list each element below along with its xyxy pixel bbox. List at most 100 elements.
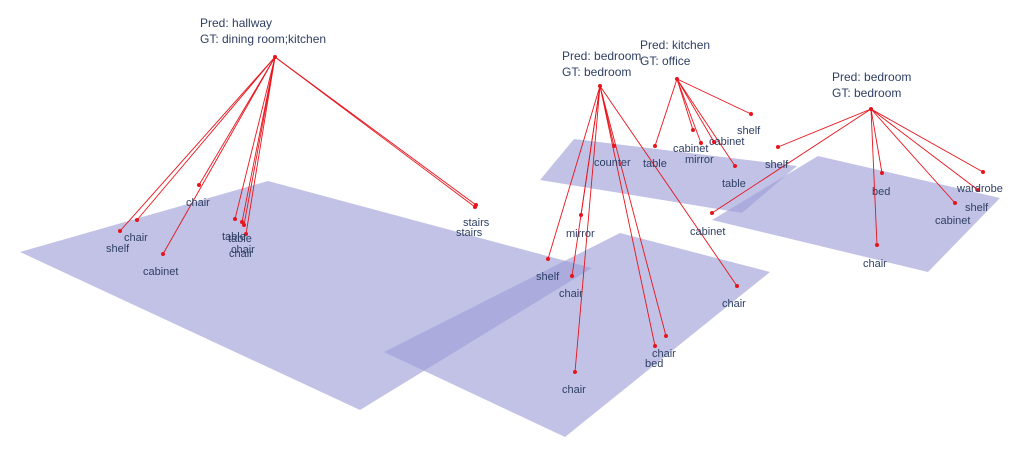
edge-r1-o5 <box>234 56 276 220</box>
floor-plane-center-lower <box>384 233 770 437</box>
room-node-r4 <box>869 107 873 111</box>
object-label-o5: table <box>222 231 246 243</box>
edge-r2-o16 <box>599 85 667 337</box>
object-node-o13 <box>546 257 550 261</box>
object-label-o28: chair <box>863 258 887 270</box>
object-node-o3 <box>161 252 165 256</box>
object-label-o3: cabinet <box>143 266 178 278</box>
object-label-o2: shelf <box>106 243 130 255</box>
object-node-o7 <box>242 223 246 227</box>
object-label-o11: counter <box>594 157 631 169</box>
object-node-o19 <box>653 144 657 148</box>
room-gt-text: GT: bedroom <box>562 65 631 79</box>
object-node-o27 <box>880 171 884 175</box>
object-label-o24: table <box>722 178 746 190</box>
floor-plane-center-upper <box>540 139 797 213</box>
object-node-o4 <box>197 183 201 187</box>
edge-r4-o26 <box>711 108 872 214</box>
floor-plane-right <box>712 156 1000 272</box>
object-node-o11 <box>612 144 616 148</box>
room-gt-text: GT: bedroom <box>832 86 901 100</box>
floor-planes <box>20 139 1000 437</box>
object-label-o22: cabinet <box>709 136 744 148</box>
object-label-o31: cabinet <box>935 215 970 227</box>
object-node-o29 <box>981 170 985 174</box>
object-node-o18 <box>573 370 577 374</box>
object-label-o17: bed <box>645 358 663 370</box>
edge-r4-o30 <box>870 108 979 191</box>
edge-r2-o15 <box>599 85 738 287</box>
object-label-o29: wardrobe <box>956 183 1003 195</box>
edge-r3-o23 <box>676 78 752 115</box>
object-label-o26: cabinet <box>690 226 725 238</box>
edge-r2-o14 <box>571 85 601 277</box>
object-node-o28 <box>875 243 879 247</box>
object-label-o7: chair <box>231 244 255 256</box>
edge-r3-o24 <box>676 78 736 167</box>
edge-r1-o7 <box>243 56 276 226</box>
edge-r2-o13 <box>547 85 601 260</box>
object-label-o8: chair <box>229 248 253 260</box>
edge-r4-o28 <box>870 108 878 246</box>
object-node-o30 <box>976 188 980 192</box>
object-label-o18: chair <box>562 384 586 396</box>
object-label-o16: chair <box>652 348 676 360</box>
object-node-o2 <box>118 229 122 233</box>
edge-r3-o21 <box>676 78 715 143</box>
room-pred-text: Pred: kitchen <box>640 38 710 52</box>
object-label-o25: shelf <box>765 159 789 171</box>
object-node-o10 <box>473 205 477 209</box>
room-gt-text: GT: dining room;kitchen <box>200 32 326 46</box>
object-label-o4: chair <box>186 197 210 209</box>
edge-r1-o10 <box>274 56 476 208</box>
edge-r3-o20 <box>676 78 694 131</box>
object-label-o13: shelf <box>536 271 560 283</box>
object-node-o26 <box>710 211 714 215</box>
object-node-o24 <box>733 164 737 168</box>
object-node-o17 <box>653 344 657 348</box>
edge-r1-o3 <box>162 56 276 255</box>
object-node-o23 <box>749 112 753 116</box>
edge-r1-o8 <box>245 56 276 235</box>
object-label-o9: stairs <box>463 217 490 229</box>
room-node-r3 <box>675 77 679 81</box>
room-node-r2 <box>598 84 602 88</box>
object-node-o25 <box>776 145 780 149</box>
object-node-o21 <box>712 140 716 144</box>
edge-r3-o22 <box>676 78 702 144</box>
object-node-o12 <box>579 213 583 217</box>
object-label-o14: chair <box>559 288 583 300</box>
room-pred-text: Pred: hallway <box>200 16 272 30</box>
edge-r4-o31 <box>870 108 956 204</box>
edge-r1-o1 <box>136 56 276 221</box>
object-node-o6 <box>240 220 244 224</box>
object-label-o12: mirror <box>566 228 595 240</box>
object-label-o21: mirror <box>685 154 714 166</box>
room-gt-text: GT: office <box>640 54 691 68</box>
object-node-o22 <box>699 141 703 145</box>
graph-nodes <box>118 55 985 374</box>
object-node-o20 <box>691 128 695 132</box>
object-node-o16 <box>664 334 668 338</box>
object-label-o27: bed <box>872 186 890 198</box>
edge-r4-o29 <box>870 108 984 173</box>
object-label-o10: stairs <box>456 227 483 239</box>
object-label-o1: chair <box>124 232 148 244</box>
edge-r1-o4 <box>198 56 276 186</box>
object-label-o19: table <box>643 158 667 170</box>
graph-edges <box>119 56 984 373</box>
object-node-o8 <box>244 232 248 236</box>
edge-r4-o25 <box>777 108 872 148</box>
room-node-r1 <box>273 55 277 59</box>
edge-r4-o27 <box>870 108 883 174</box>
object-node-o31 <box>953 201 957 205</box>
room-pred-text: Pred: bedroom <box>832 70 911 84</box>
edge-r1-o2 <box>119 56 276 232</box>
object-node-o1 <box>135 218 139 222</box>
edge-r2-o17 <box>599 85 656 347</box>
object-label-o30: shelf <box>965 202 989 214</box>
